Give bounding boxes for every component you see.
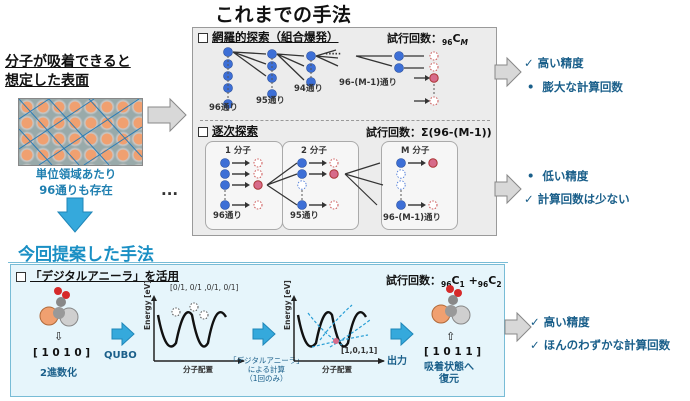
- exhaustive-label: 網羅的探索（組合爆発）: [212, 30, 339, 44]
- output-label: 出力: [387, 356, 407, 367]
- qubo-label: QUBO: [104, 350, 137, 361]
- exhaustive-ellipsis: ·····: [325, 50, 342, 60]
- surface-lattice-graphic: [18, 98, 143, 166]
- proposed-trial-b: C: [488, 274, 497, 287]
- exhaustive-result-1-text: 高い精度: [537, 56, 584, 70]
- sequential-group-m-label: M 分子: [401, 146, 430, 156]
- exhaustive-trial-main: C: [452, 32, 461, 45]
- exhaustive-result-2: • 膨大な計算回数: [527, 80, 623, 94]
- surface-title-line2: 想定した表面: [5, 73, 89, 89]
- sequential-group-2: [282, 141, 359, 230]
- surface-title: 分子が吸着できると 想定した表面: [5, 53, 131, 91]
- bit-vector-label: [0/1, 0/1 ,0/1, 0/1]: [170, 283, 239, 292]
- sequential-group-m: [381, 141, 458, 230]
- exhaustive-count-1: 96通り: [209, 103, 238, 113]
- sequential-trial-count: 試行回数：Σ(96-(M-1)): [366, 126, 492, 139]
- exhaustive-trial-count: 試行回数：96CM: [387, 30, 468, 47]
- exhaustive-result-arrow: [494, 56, 522, 88]
- checkbox-icon: [198, 126, 208, 137]
- exhaustive-trial-sub: 96: [442, 38, 453, 48]
- proposed-title-underline: [8, 262, 508, 263]
- da-note-line2: による計算: [247, 365, 285, 374]
- sequential-count-2: 95通り: [290, 211, 319, 221]
- proposed-trial-b-k: 2: [496, 280, 502, 290]
- exhaustive-count-4: 96-(M-1)通り: [339, 78, 398, 88]
- section-divider: [200, 120, 490, 122]
- exhaustive-count-2: 95通り: [256, 96, 285, 106]
- sequential-result-2-text: 計算回数は少ない: [537, 192, 630, 206]
- sequential-result-arrow: [494, 173, 522, 205]
- sequential-group-2-label: 2 分子: [301, 146, 327, 156]
- exhaustive-trial-label: 試行回数：: [387, 32, 442, 45]
- output-bits: [ 1 0 1 1 ]: [424, 346, 482, 358]
- proposed-result-1: ✓ 高い精度: [530, 315, 590, 329]
- proposed-trial-a-k: 1: [459, 280, 465, 290]
- proposed-result-arrow: [504, 311, 532, 343]
- proposed-trial-count: 試行回数：96C1 +96C2: [386, 272, 502, 289]
- surface-title-line1: 分子が吸着できると: [5, 54, 131, 70]
- proposed-result-2: ✓ ほんのわずかな計算回数: [530, 338, 671, 352]
- annealing-arrow: [252, 322, 276, 346]
- proposed-panel: [10, 264, 505, 397]
- checkbox-icon: [16, 271, 26, 282]
- energy-landscape-2: [291, 295, 385, 364]
- surface-caption: 単位領域あたり 96通りも存在: [26, 166, 126, 198]
- proposed-result-2-text: ほんのわずかな計算回数: [543, 338, 671, 352]
- arrow-up-icon: ⇧: [446, 330, 456, 343]
- sequential-ellipsis: ···: [161, 185, 179, 203]
- surface-caption-line2: 96通りも存在: [39, 183, 113, 197]
- exhaustive-tree-graphic: [223, 47, 439, 109]
- energy-axis-label-1: Energy [eV]: [143, 280, 152, 330]
- surface-caption-line1: 単位領域あたり: [35, 167, 117, 181]
- exhaustive-trial-m: M: [460, 38, 468, 48]
- molecule-output-graphic: [431, 285, 471, 325]
- sequential-tree-graphic: [220, 158, 438, 210]
- input-bits: [ 1 0 1 0 ]: [33, 347, 91, 359]
- page-title: これまでの手法: [215, 4, 352, 26]
- sequential-heading: 逐次探索: [198, 123, 258, 139]
- da-note-line3: （1回のみ）: [245, 374, 288, 383]
- output-arrow: [390, 322, 414, 346]
- sequential-result-1-text: 低い精度: [542, 169, 589, 183]
- restore-label-line1: 吸着状態へ: [424, 362, 474, 373]
- x-axis-label-1: 分子配置: [183, 365, 213, 374]
- exhaustive-result-1: ✓ 高い精度: [524, 56, 584, 70]
- proposed-heading: 「デジタルアニーラ」を活用: [16, 268, 179, 284]
- proposed-label: 「デジタルアニーラ」を活用: [30, 269, 180, 283]
- exhaustive-count-3: 94通り: [294, 84, 323, 94]
- energy-landscape-1: [151, 295, 245, 364]
- arrow-down-icon: ⇩: [54, 330, 64, 343]
- surface-image: [18, 98, 143, 166]
- arrow-to-methods: [147, 97, 187, 133]
- proposed-trial-a: C: [451, 274, 460, 287]
- proposed-trial-label: 試行回数：: [386, 274, 441, 287]
- da-note-line1: 「デジタルアニーラ」: [229, 356, 304, 365]
- binarize-label: 2進数化: [40, 368, 77, 379]
- proposed-trial-b-sub: 96: [477, 280, 489, 290]
- qubo-arrow: [111, 322, 135, 346]
- energy-axis-label-2: Energy [eV]: [283, 280, 292, 330]
- sequential-group-1-label: 1 分子: [225, 146, 251, 156]
- sequential-count-m: 96-(M-1)通り: [383, 213, 442, 223]
- molecule-input-graphic: [39, 287, 79, 327]
- da-note: 「デジタルアニーラ」 による計算 （1回のみ）: [229, 356, 304, 383]
- sequential-count-1: 96通り: [213, 211, 242, 221]
- sequential-result-2: ✓ 計算回数は少ない: [524, 192, 630, 206]
- proposed-title: 今回提案した手法: [18, 245, 154, 265]
- x-axis-label-2: 分子配置: [322, 365, 352, 374]
- proposed-trial-plus: +: [468, 274, 478, 287]
- proposed-trial-a-sub: 96: [441, 280, 452, 290]
- sequential-result-1: • 低い精度: [527, 169, 589, 183]
- exhaustive-heading: 網羅的探索（組合爆発）: [198, 29, 339, 45]
- exhaustive-result-2-text: 膨大な計算回数: [542, 80, 623, 94]
- proposed-result-1-text: 高い精度: [543, 315, 590, 329]
- sequential-label: 逐次探索: [212, 124, 258, 138]
- arrow-down-to-proposed: [56, 197, 94, 233]
- restore-label-line2: 復元: [439, 374, 459, 385]
- checkbox-icon: [198, 32, 208, 43]
- restore-label: 吸着状態へ 復元: [424, 362, 474, 386]
- result-vector: [1,0,1,1]: [341, 346, 378, 355]
